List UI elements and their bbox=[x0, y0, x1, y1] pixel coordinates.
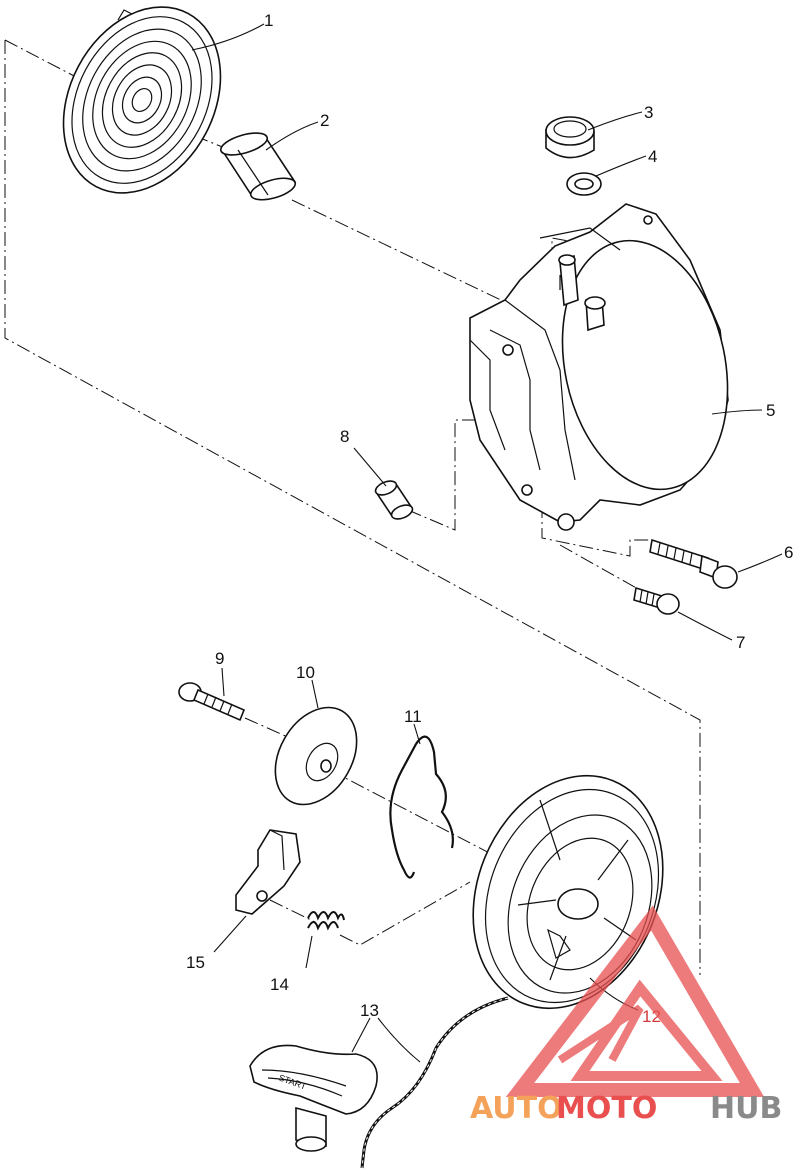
leader-lines bbox=[191, 23, 783, 1063]
callout-9: 9 bbox=[215, 649, 224, 668]
watermark-hub: HUB bbox=[710, 1091, 782, 1126]
cap-plug bbox=[545, 116, 595, 159]
callout-2: 2 bbox=[320, 111, 329, 130]
callout-8: 8 bbox=[340, 427, 349, 446]
bushing bbox=[219, 132, 297, 201]
recoil-spring bbox=[62, 6, 222, 194]
watermark-logo bbox=[505, 905, 765, 1097]
callout-3: 3 bbox=[644, 103, 653, 122]
screw bbox=[178, 682, 246, 722]
starter-housing bbox=[469, 203, 729, 531]
rope-and-handle: START bbox=[249, 996, 509, 1169]
callout-7: 7 bbox=[736, 633, 745, 652]
callout-4: 4 bbox=[648, 147, 657, 166]
short-bolt bbox=[633, 586, 680, 615]
callout-14: 14 bbox=[270, 975, 289, 994]
rope-pulley bbox=[472, 774, 664, 1010]
washer bbox=[566, 172, 602, 196]
callout-1: 1 bbox=[264, 11, 273, 30]
friction-plate bbox=[274, 706, 358, 806]
callout-10: 10 bbox=[296, 663, 315, 682]
long-bolt bbox=[649, 538, 738, 589]
coil-spring bbox=[307, 911, 345, 931]
callout-13: 13 bbox=[360, 1001, 379, 1020]
callout-15: 15 bbox=[186, 953, 205, 972]
spring-clip bbox=[389, 735, 454, 879]
small-bushing bbox=[374, 480, 414, 520]
ratchet-pawl bbox=[235, 829, 301, 915]
callout-11: 11 bbox=[404, 707, 422, 726]
watermark-moto: MOTO bbox=[556, 1091, 657, 1126]
part-callouts: 1 2 3 4 5 6 7 8 9 10 11 12 13 14 15 bbox=[186, 11, 793, 1026]
watermark-auto: AUTO bbox=[470, 1091, 563, 1126]
callout-6: 6 bbox=[784, 543, 793, 562]
callout-5: 5 bbox=[766, 401, 775, 420]
watermark-text: AUTO MOTO HUB bbox=[470, 1091, 782, 1126]
